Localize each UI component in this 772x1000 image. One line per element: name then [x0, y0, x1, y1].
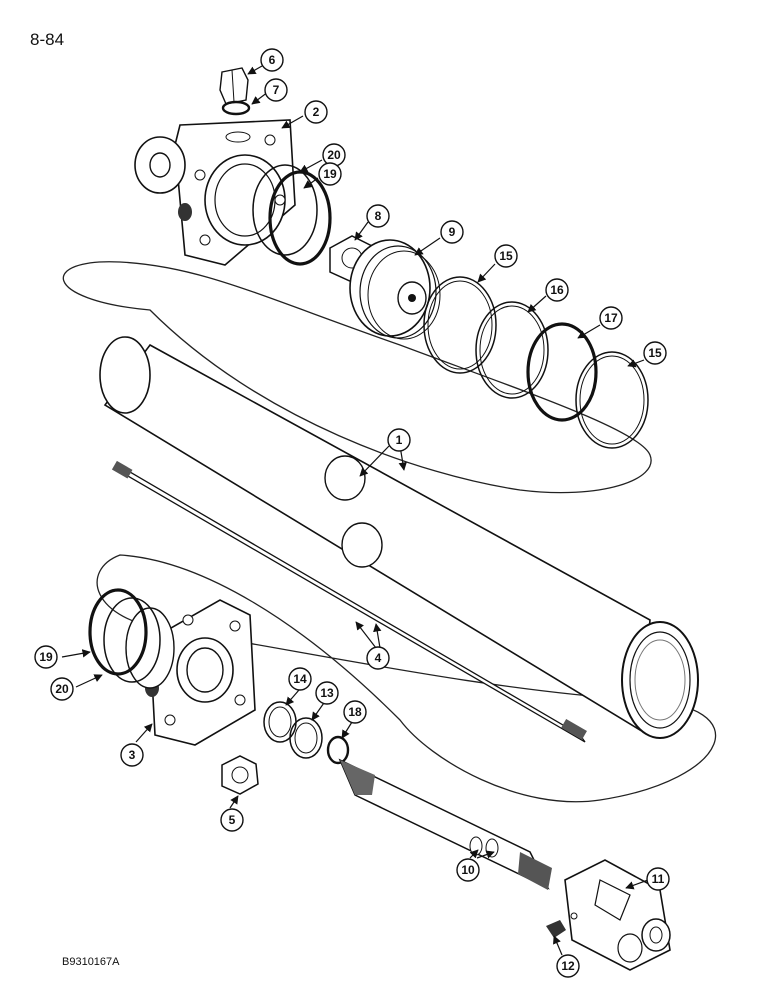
callout-19: 19	[318, 162, 342, 186]
rod-clevis	[564, 859, 671, 971]
callout-label: 13	[320, 686, 334, 700]
callout-label: 1	[396, 433, 403, 447]
callout-label: 12	[561, 959, 575, 973]
callout-label: 5	[229, 813, 236, 827]
backup-ring-upper	[252, 164, 318, 256]
callout-label: 17	[604, 311, 618, 325]
set-screw	[546, 912, 578, 938]
callout-6: 6	[260, 48, 284, 72]
tie-rod-nut	[221, 755, 259, 795]
callout-18: 18	[343, 700, 367, 724]
callout-9: 9	[440, 220, 464, 244]
callout-label: 8	[375, 209, 382, 223]
rod-seal-inner	[294, 722, 318, 754]
callout-label: 14	[293, 672, 307, 686]
callout-13: 13	[315, 681, 339, 705]
callout-8: 8	[366, 204, 390, 228]
wear-ring-2	[575, 351, 649, 449]
callout-leaders	[61, 65, 649, 956]
plug	[219, 67, 249, 105]
wear-ring-2-inner	[579, 355, 645, 445]
piston-rod	[338, 758, 552, 890]
rod-seal	[289, 717, 323, 759]
piston-seal-inner	[479, 305, 545, 395]
callout-20: 20	[50, 677, 74, 701]
wear-ring-1	[423, 276, 497, 374]
callout-17: 17	[599, 306, 623, 330]
callout-label: 20	[327, 148, 341, 162]
callout-1: 1	[387, 428, 411, 452]
plug-o-ring	[221, 100, 251, 116]
callout-10: 10	[456, 858, 480, 882]
backup-ring-lower	[103, 597, 161, 683]
cylinder-head-lower	[125, 599, 256, 746]
callout-5: 5	[220, 808, 244, 832]
wiper-seal-inner	[268, 706, 292, 738]
callout-label: 19	[323, 167, 337, 181]
callout-16: 16	[545, 278, 569, 302]
callout-label: 7	[273, 83, 280, 97]
cylinder-head-upper	[134, 119, 296, 266]
callout-14: 14	[288, 667, 312, 691]
callout-label: 10	[461, 863, 475, 877]
upper-assembly-outline	[62, 261, 652, 494]
wear-ring-1-inner	[427, 280, 493, 370]
rod-o-ring	[326, 735, 350, 765]
callout-label: 15	[499, 249, 513, 263]
callout-15: 15	[643, 341, 667, 365]
callout-label: 15	[648, 346, 662, 360]
callout-label: 6	[269, 53, 276, 67]
piston-seal	[475, 301, 549, 399]
callout-15: 15	[494, 244, 518, 268]
callout-3: 3	[120, 743, 144, 767]
figure-code: B9310167A	[62, 956, 120, 968]
cylinder-barrel	[99, 336, 699, 739]
callout-19: 19	[34, 645, 58, 669]
tie-rod	[111, 460, 587, 743]
callout-label: 11	[652, 872, 665, 886]
o-ring-lower	[88, 588, 148, 676]
callout-label: 16	[550, 283, 564, 297]
callout-label: 9	[449, 225, 456, 239]
callout-label: 20	[55, 682, 69, 696]
callout-4: 4	[366, 646, 390, 670]
callout-label: 4	[375, 651, 382, 665]
callout-label: 18	[348, 705, 362, 719]
callout-label: 2	[313, 105, 320, 119]
callout-label: 3	[129, 748, 136, 762]
page-number: 8-84	[30, 30, 65, 49]
piston-o-ring	[526, 322, 598, 422]
callout-label: 19	[39, 650, 53, 664]
callout-12: 12	[556, 954, 580, 978]
callout-2: 2	[304, 100, 328, 124]
callout-20: 20	[322, 143, 346, 167]
piston	[349, 239, 441, 340]
callout-11: 11	[646, 867, 670, 891]
callout-7: 7	[264, 78, 288, 102]
